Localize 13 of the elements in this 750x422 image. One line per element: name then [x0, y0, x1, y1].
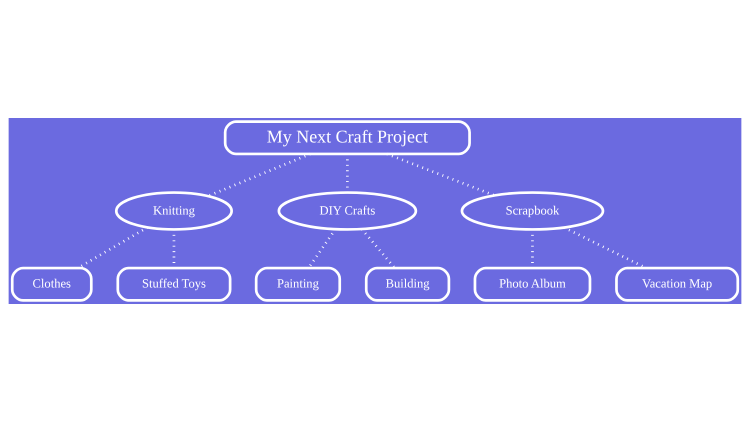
node-box: Building: [364, 266, 450, 302]
node-box: Photo Album: [474, 266, 592, 302]
connector: [208, 152, 311, 198]
node-box: Clothes: [10, 266, 93, 302]
node-ellipse: Knitting: [114, 191, 233, 231]
connector: [360, 228, 396, 269]
node-box: Vacation Map: [615, 266, 740, 302]
node-ellipse: DIY Crafts: [278, 191, 418, 231]
node-box: Stuffed Toys: [116, 266, 232, 302]
connector: [386, 152, 495, 197]
node-box: Painting: [254, 266, 342, 302]
node-ellipse: Scrapbook: [460, 191, 604, 231]
node-box: My Next Craft Project: [224, 120, 471, 156]
